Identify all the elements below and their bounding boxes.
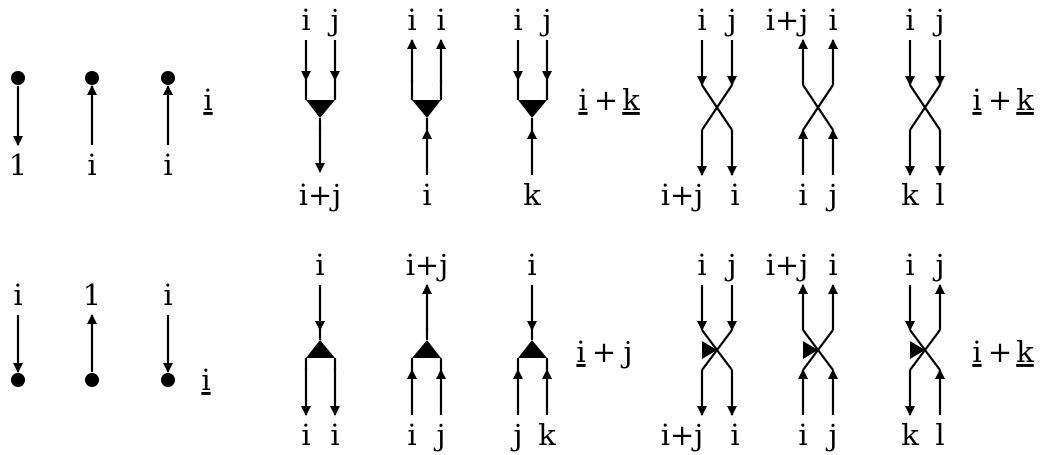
- row1-unit1-bottom-label: 1: [9, 148, 27, 182]
- row1-cross2-cross-b: [802, 84, 834, 131]
- row2-cap-top-label: i+j: [406, 248, 449, 282]
- row1-cross2-top-left-label: i+j: [766, 3, 809, 37]
- row2-cross3-bottom-right-label: l: [935, 418, 944, 452]
- row2-cross2-black-tip: [803, 341, 818, 359]
- row2-unit2-dot: [85, 373, 99, 387]
- row2-mixed-bottom-left-label: j: [511, 418, 523, 452]
- row1-unit3-side-label: i: [203, 83, 212, 117]
- row1-cross1-cross-b: [701, 84, 733, 131]
- row1-mixed-bottom-label: k: [523, 178, 541, 212]
- row1-cross3-bottom-left-label: k: [901, 178, 919, 212]
- row1-cup-top-right-label: i: [436, 3, 445, 37]
- row1-merge-top-left-label: i: [301, 3, 310, 37]
- row2-split-triangle: [306, 340, 335, 358]
- row1-cup-top-left-label: i: [407, 3, 416, 37]
- row2-split-top-label: i: [315, 248, 324, 282]
- row1-cross3-top-left-label: i: [905, 3, 914, 37]
- row1-cup-triangle: [412, 100, 441, 118]
- row2-mixed-triangle: [518, 340, 547, 358]
- row2-cross2-bottom-left-label: i: [798, 418, 807, 452]
- row1-mixed-triangle: [518, 100, 547, 118]
- row1-merge-triangle: [306, 100, 335, 118]
- row2-cross2-bottom-right-label: j: [826, 418, 838, 452]
- row2-cross2-top-right-label: i: [828, 248, 837, 282]
- row2-cross1-black-tip: [702, 341, 717, 359]
- row1-mixed-side-a: i: [578, 83, 587, 117]
- row1-cross2-top-right-label: i: [828, 3, 837, 37]
- row1-cross3-cross-b: [909, 84, 941, 131]
- row2-mixed-side-a: i: [576, 335, 585, 369]
- row2-cross1-bottom-left-label: i+j: [661, 418, 704, 452]
- row2-cross3-black-tip: [910, 341, 925, 359]
- row1-cross2-bottom-right-label: j: [826, 178, 838, 212]
- row2-unit3-top-label: i: [163, 278, 172, 312]
- row1-cross3-side-plus: +: [988, 83, 1012, 117]
- row2-split-bottom-right-label: i: [330, 418, 339, 452]
- diagram-graphics: [11, 39, 945, 416]
- row2-cross3-side-a: i: [972, 335, 981, 369]
- row2-unit3-side-label: i: [201, 363, 210, 397]
- row2-unit2-top-label: 1: [83, 278, 101, 312]
- row1-cross3-side-b: k: [1016, 83, 1034, 117]
- row1-cross2-bottom-left-label: i: [798, 178, 807, 212]
- row2-unit3-dot: [161, 373, 175, 387]
- row2-mixed-bottom-right-label: k: [538, 418, 556, 452]
- row1-mixed-side-plus: +: [594, 83, 618, 117]
- row1-unit3-bottom-label: i: [163, 148, 172, 182]
- row1-unit1-dot: [11, 71, 25, 85]
- row1-unit2-dot: [85, 71, 99, 85]
- row1-cross1-bottom-right-label: i: [730, 178, 739, 212]
- row2-mixed-top-label: i: [527, 248, 536, 282]
- row2-mixed-side-plus: +: [592, 335, 616, 369]
- row1-cross1-top-right-label: j: [725, 3, 737, 37]
- row1-cross3-side-a: i: [972, 83, 981, 117]
- row2-split-bottom-left-label: i: [301, 418, 310, 452]
- row2-mixed-side-b: j: [621, 335, 633, 369]
- row1-cross1-top-left-label: i: [697, 3, 706, 37]
- row2-cross1-bottom-right-label: i: [730, 418, 739, 452]
- row2-cap-bottom-right-label: j: [434, 418, 446, 452]
- row2-cap-bottom-left-label: i: [407, 418, 416, 452]
- row1-cross3-bottom-right-label: l: [935, 178, 944, 212]
- row2-cross3-top-left-label: i: [905, 248, 914, 282]
- row2-cross3-side-b: k: [1016, 335, 1034, 369]
- row2-cross3-side-plus: +: [988, 335, 1012, 369]
- row2-cap-triangle: [412, 340, 441, 358]
- row2-unit1-top-label: i: [13, 278, 22, 312]
- row1-mixed-side-b: k: [622, 83, 640, 117]
- row1-mixed-top-right-label: j: [540, 3, 552, 37]
- row2-unit1-dot: [11, 373, 25, 387]
- row2-cross3-bottom-left-label: k: [901, 418, 919, 452]
- row1-merge-top-right-label: j: [328, 3, 340, 37]
- row1-cross3-top-right-label: j: [933, 3, 945, 37]
- row1-merge-bottom-label: i+j: [299, 178, 342, 212]
- row1-mixed-top-left-label: i: [513, 3, 522, 37]
- row2-cross1-top-left-label: i: [697, 248, 706, 282]
- row1-cross1-bottom-left-label: i+j: [661, 178, 704, 212]
- row2-cross2-top-left-label: i+j: [766, 248, 809, 282]
- row1-unit2-bottom-label: i: [87, 148, 96, 182]
- row1-unit3-dot: [161, 71, 175, 85]
- row1-cup-bottom-label: i: [422, 178, 431, 212]
- row2-cross3-top-right-label: j: [933, 248, 945, 282]
- row2-cross1-top-right-label: j: [725, 248, 737, 282]
